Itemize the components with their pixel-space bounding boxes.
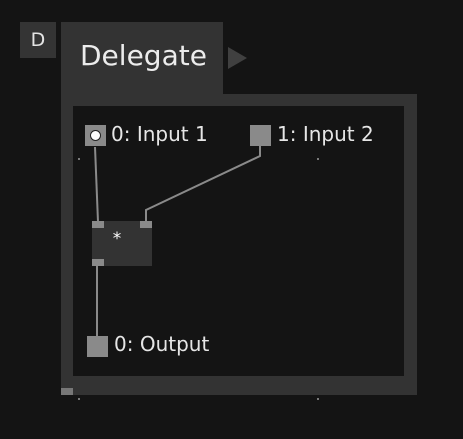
node-type-badge[interactable]: D: [20, 22, 56, 58]
operator-label: *: [112, 229, 122, 249]
input-2-label: 1: Input 2: [277, 122, 374, 146]
expand-arrow-icon[interactable]: [228, 47, 247, 69]
input-1-port[interactable]: [85, 125, 106, 146]
resize-handle[interactable]: [61, 388, 73, 395]
operator-output-pin[interactable]: [92, 259, 104, 266]
selected-radio-icon: [90, 130, 101, 141]
grid-dot: [78, 158, 80, 160]
input-2-port[interactable]: [250, 125, 271, 146]
input-1-label: 0: Input 1: [111, 122, 208, 146]
output-label: 0: Output: [114, 332, 210, 356]
node-title-tab[interactable]: [61, 22, 223, 94]
grid-dot: [78, 398, 80, 400]
wire-input2-to-operator: [145, 146, 261, 222]
multiply-operator-node[interactable]: [92, 221, 152, 266]
node-title: Delegate: [80, 39, 207, 72]
output-port[interactable]: [87, 336, 108, 357]
wire-input1-to-operator: [94, 146, 99, 223]
operator-input-pin-a[interactable]: [92, 221, 104, 228]
operator-input-pin-b[interactable]: [140, 221, 152, 228]
grid-dot: [317, 398, 319, 400]
grid-dot: [317, 158, 319, 160]
